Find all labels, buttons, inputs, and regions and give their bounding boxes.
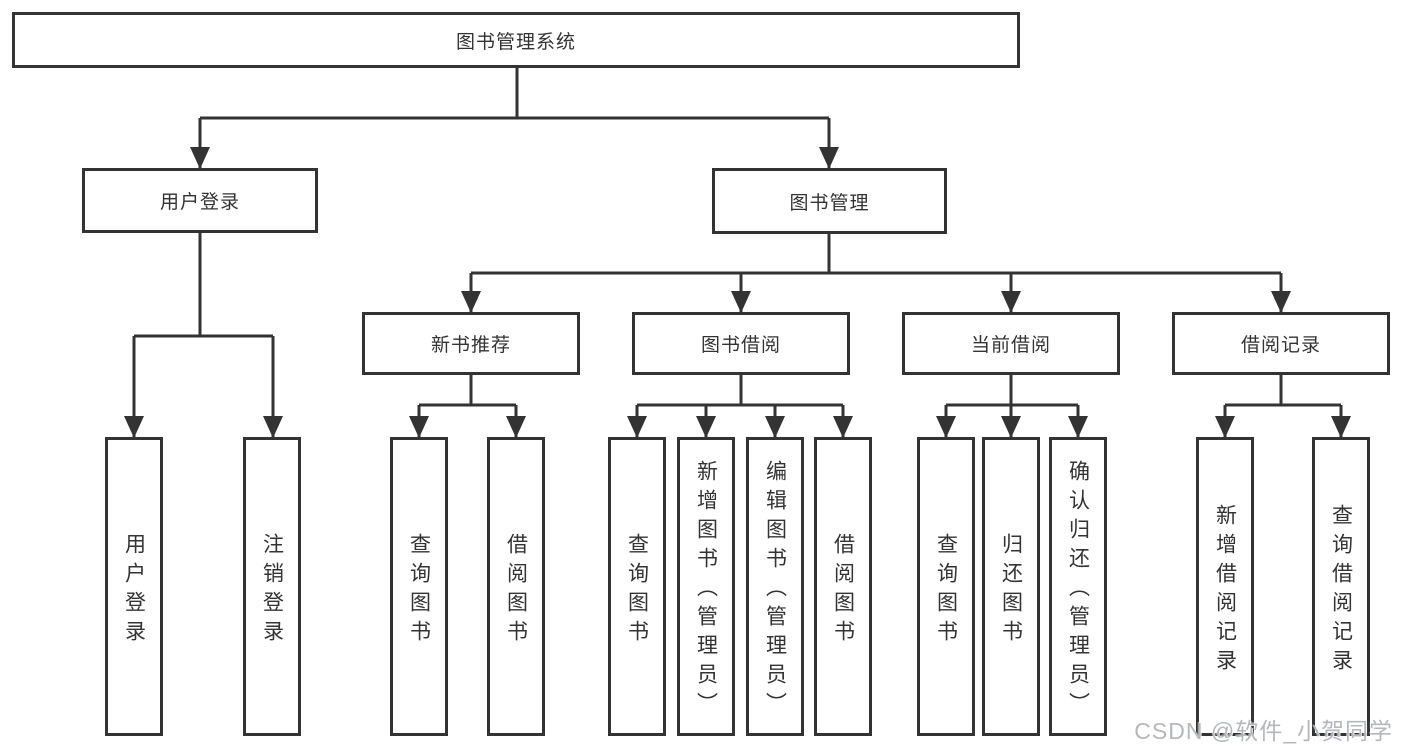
leaf-current-confirm-return-admin: 确认归还（管理员）	[1049, 437, 1107, 736]
leaf-logout-label: 注销登录	[260, 532, 284, 649]
node-user-login-label: 用户登录	[159, 192, 240, 213]
leaf-borrowing-add-books-admin: 新增图书（管理员）	[677, 437, 735, 736]
leaf-user-login-label: 用户登录	[122, 532, 146, 649]
node-book-borrowing-label: 图书借阅	[700, 335, 781, 356]
leaf-records-add-record-label: 新增借阅记录	[1213, 503, 1237, 678]
leaf-records-add-record: 新增借阅记录	[1196, 437, 1254, 736]
leaf-newbooks-query-books: 查询图书	[390, 437, 448, 736]
node-book-management: 图书管理	[712, 168, 947, 234]
leaf-newbooks-query-books-label: 查询图书	[407, 532, 431, 649]
node-new-book-recommend: 新书推荐	[362, 312, 580, 375]
leaf-borrowing-query-books-label: 查询图书	[625, 532, 649, 649]
leaf-current-query-books-label: 查询图书	[934, 532, 958, 649]
leaf-borrowing-borrow-books: 借阅图书	[814, 437, 872, 736]
node-user-login: 用户登录	[82, 168, 318, 233]
leaf-records-query-record: 查询借阅记录	[1312, 437, 1370, 736]
node-current-borrowing-label: 当前借阅	[970, 335, 1051, 356]
leaf-borrowing-edit-books-admin-label: 编辑图书（管理员）	[763, 460, 787, 721]
leaf-user-login: 用户登录	[105, 437, 163, 736]
leaf-current-return-books-label: 归还图书	[999, 532, 1023, 649]
leaf-current-query-books: 查询图书	[917, 437, 975, 736]
csdn-watermark: CSDN @软件_小贺同学	[1134, 718, 1393, 744]
node-library-system-label: 图书管理系统	[455, 31, 576, 53]
leaf-current-confirm-return-admin-label: 确认归还（管理员）	[1066, 460, 1090, 721]
node-borrowing-records: 借阅记录	[1172, 312, 1390, 375]
leaf-newbooks-borrow-books: 借阅图书	[487, 437, 545, 736]
node-borrowing-records-label: 借阅记录	[1240, 335, 1321, 356]
node-book-borrowing: 图书借阅	[632, 312, 850, 375]
leaf-borrowing-query-books: 查询图书	[608, 437, 666, 736]
node-current-borrowing: 当前借阅	[902, 312, 1120, 375]
leaf-borrowing-borrow-books-label: 借阅图书	[831, 532, 855, 649]
leaf-borrowing-add-books-admin-label: 新增图书（管理员）	[694, 460, 718, 721]
leaf-newbooks-borrow-books-label: 借阅图书	[504, 532, 528, 649]
leaf-logout: 注销登录	[243, 437, 301, 736]
node-book-management-label: 图书管理	[789, 192, 870, 214]
node-library-system: 图书管理系统	[12, 12, 1020, 68]
leaf-borrowing-edit-books-admin: 编辑图书（管理员）	[746, 437, 804, 736]
leaf-records-query-record-label: 查询借阅记录	[1329, 503, 1353, 678]
node-new-book-recommend-label: 新书推荐	[430, 335, 511, 356]
leaf-current-return-books: 归还图书	[982, 437, 1040, 736]
